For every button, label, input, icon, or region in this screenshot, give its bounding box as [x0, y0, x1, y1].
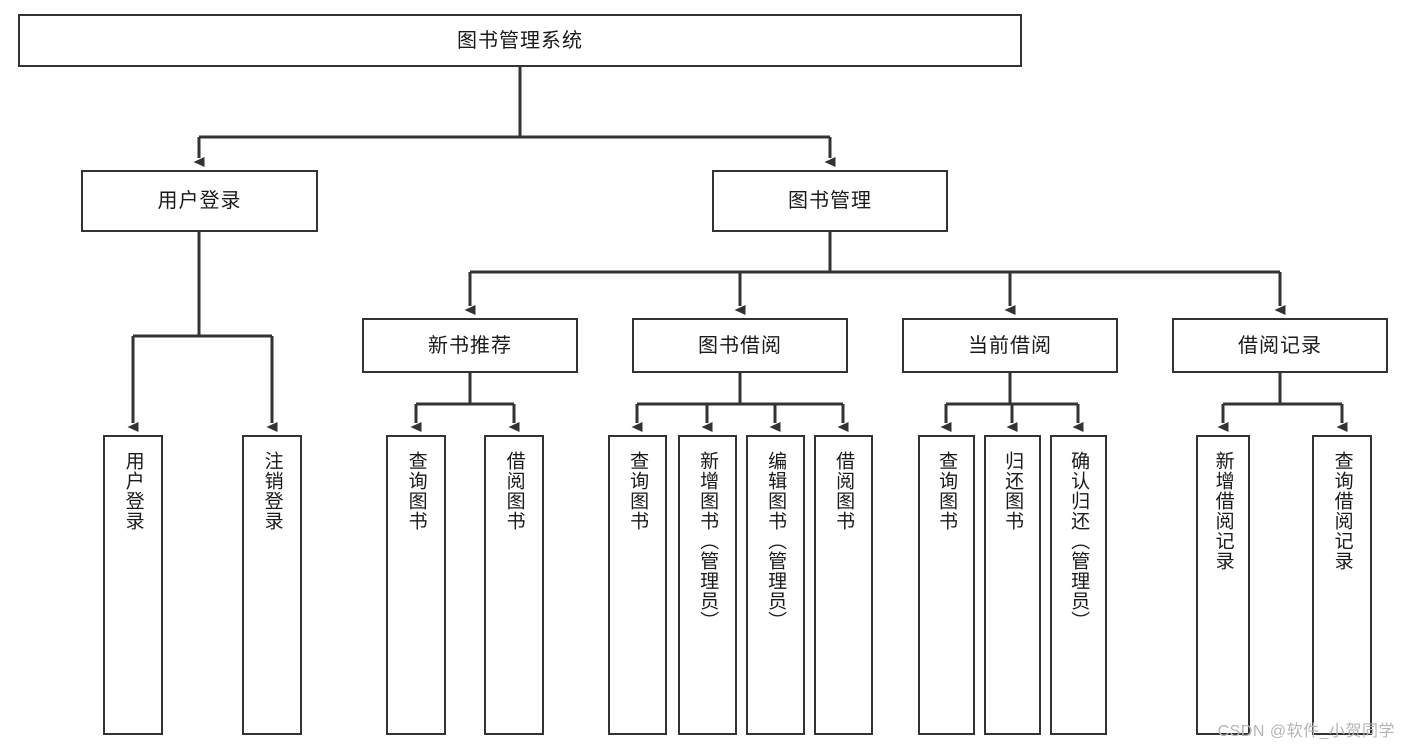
node-label: 当前借阅	[968, 334, 1052, 357]
node-label: 查询借阅记录	[1331, 451, 1353, 571]
node-label: 注销登录	[261, 451, 283, 531]
node-book-borrowing[interactable]: 图书借阅	[632, 318, 848, 373]
node-leaf-borrow-book-recommendation[interactable]: 借阅图书	[484, 435, 544, 735]
edge-root-to-level2	[193, 67, 836, 167]
edge-borrowrecord-to-leaves	[1217, 373, 1348, 432]
node-leaf-query-book-borrowing[interactable]: 查询图书	[608, 435, 667, 735]
node-leaf-edit-book-admin[interactable]: 编辑图书（管理员）	[746, 435, 805, 735]
node-label: 借阅图书	[503, 451, 525, 531]
node-leaf-return-book[interactable]: 归还图书	[984, 435, 1041, 735]
node-current-borrowing[interactable]: 当前借阅	[902, 318, 1118, 373]
node-root-book-management-system[interactable]: 图书管理系统	[18, 14, 1022, 67]
node-label: 借阅图书	[833, 451, 855, 531]
node-label: 新增图书（管理员）	[697, 451, 719, 631]
node-label: 借阅记录	[1238, 334, 1322, 357]
node-label: 查询图书	[627, 451, 649, 531]
node-label: 确认归还（管理员）	[1068, 451, 1090, 631]
node-leaf-query-book-current[interactable]: 查询图书	[918, 435, 975, 735]
node-leaf-logout[interactable]: 注销登录	[242, 435, 302, 735]
node-leaf-add-borrow-record[interactable]: 新增借阅记录	[1196, 435, 1250, 735]
node-label: 新增借阅记录	[1212, 451, 1234, 571]
node-book-management[interactable]: 图书管理	[712, 170, 948, 232]
node-label: 用户登录	[157, 190, 242, 212]
node-label: 查询图书	[936, 451, 958, 531]
node-leaf-query-borrow-record[interactable]: 查询借阅记录	[1312, 435, 1372, 735]
node-label: 归还图书	[1002, 451, 1024, 531]
node-user-login[interactable]: 用户登录	[81, 170, 318, 232]
edge-bookmgmt-to-level3	[464, 232, 1286, 315]
node-leaf-add-book-admin[interactable]: 新增图书（管理员）	[678, 435, 737, 735]
node-label: 查询图书	[405, 451, 427, 531]
node-label: 图书管理系统	[457, 29, 583, 52]
node-borrowing-record[interactable]: 借阅记录	[1172, 318, 1388, 373]
edge-bookborrow-to-leaves	[631, 373, 849, 432]
node-label: 用户登录	[122, 451, 144, 531]
node-leaf-query-book-recommendation[interactable]: 查询图书	[386, 435, 446, 735]
node-label: 图书管理	[788, 190, 872, 212]
edge-currentborrow-to-leaves	[940, 373, 1084, 432]
node-label: 新书推荐	[428, 334, 512, 357]
edge-userlogin-to-leaves	[127, 232, 278, 432]
node-new-book-recommendation[interactable]: 新书推荐	[362, 318, 578, 373]
edge-newbookrec-to-leaves	[410, 373, 520, 432]
node-leaf-confirm-return-admin[interactable]: 确认归还（管理员）	[1050, 435, 1107, 735]
node-label: 图书借阅	[698, 334, 782, 357]
node-leaf-user-login[interactable]: 用户登录	[103, 435, 163, 735]
node-leaf-borrow-book[interactable]: 借阅图书	[814, 435, 873, 735]
node-label: 编辑图书（管理员）	[765, 451, 787, 631]
csdn-watermark: CSDN @软件_小贺同学	[1217, 723, 1395, 740]
